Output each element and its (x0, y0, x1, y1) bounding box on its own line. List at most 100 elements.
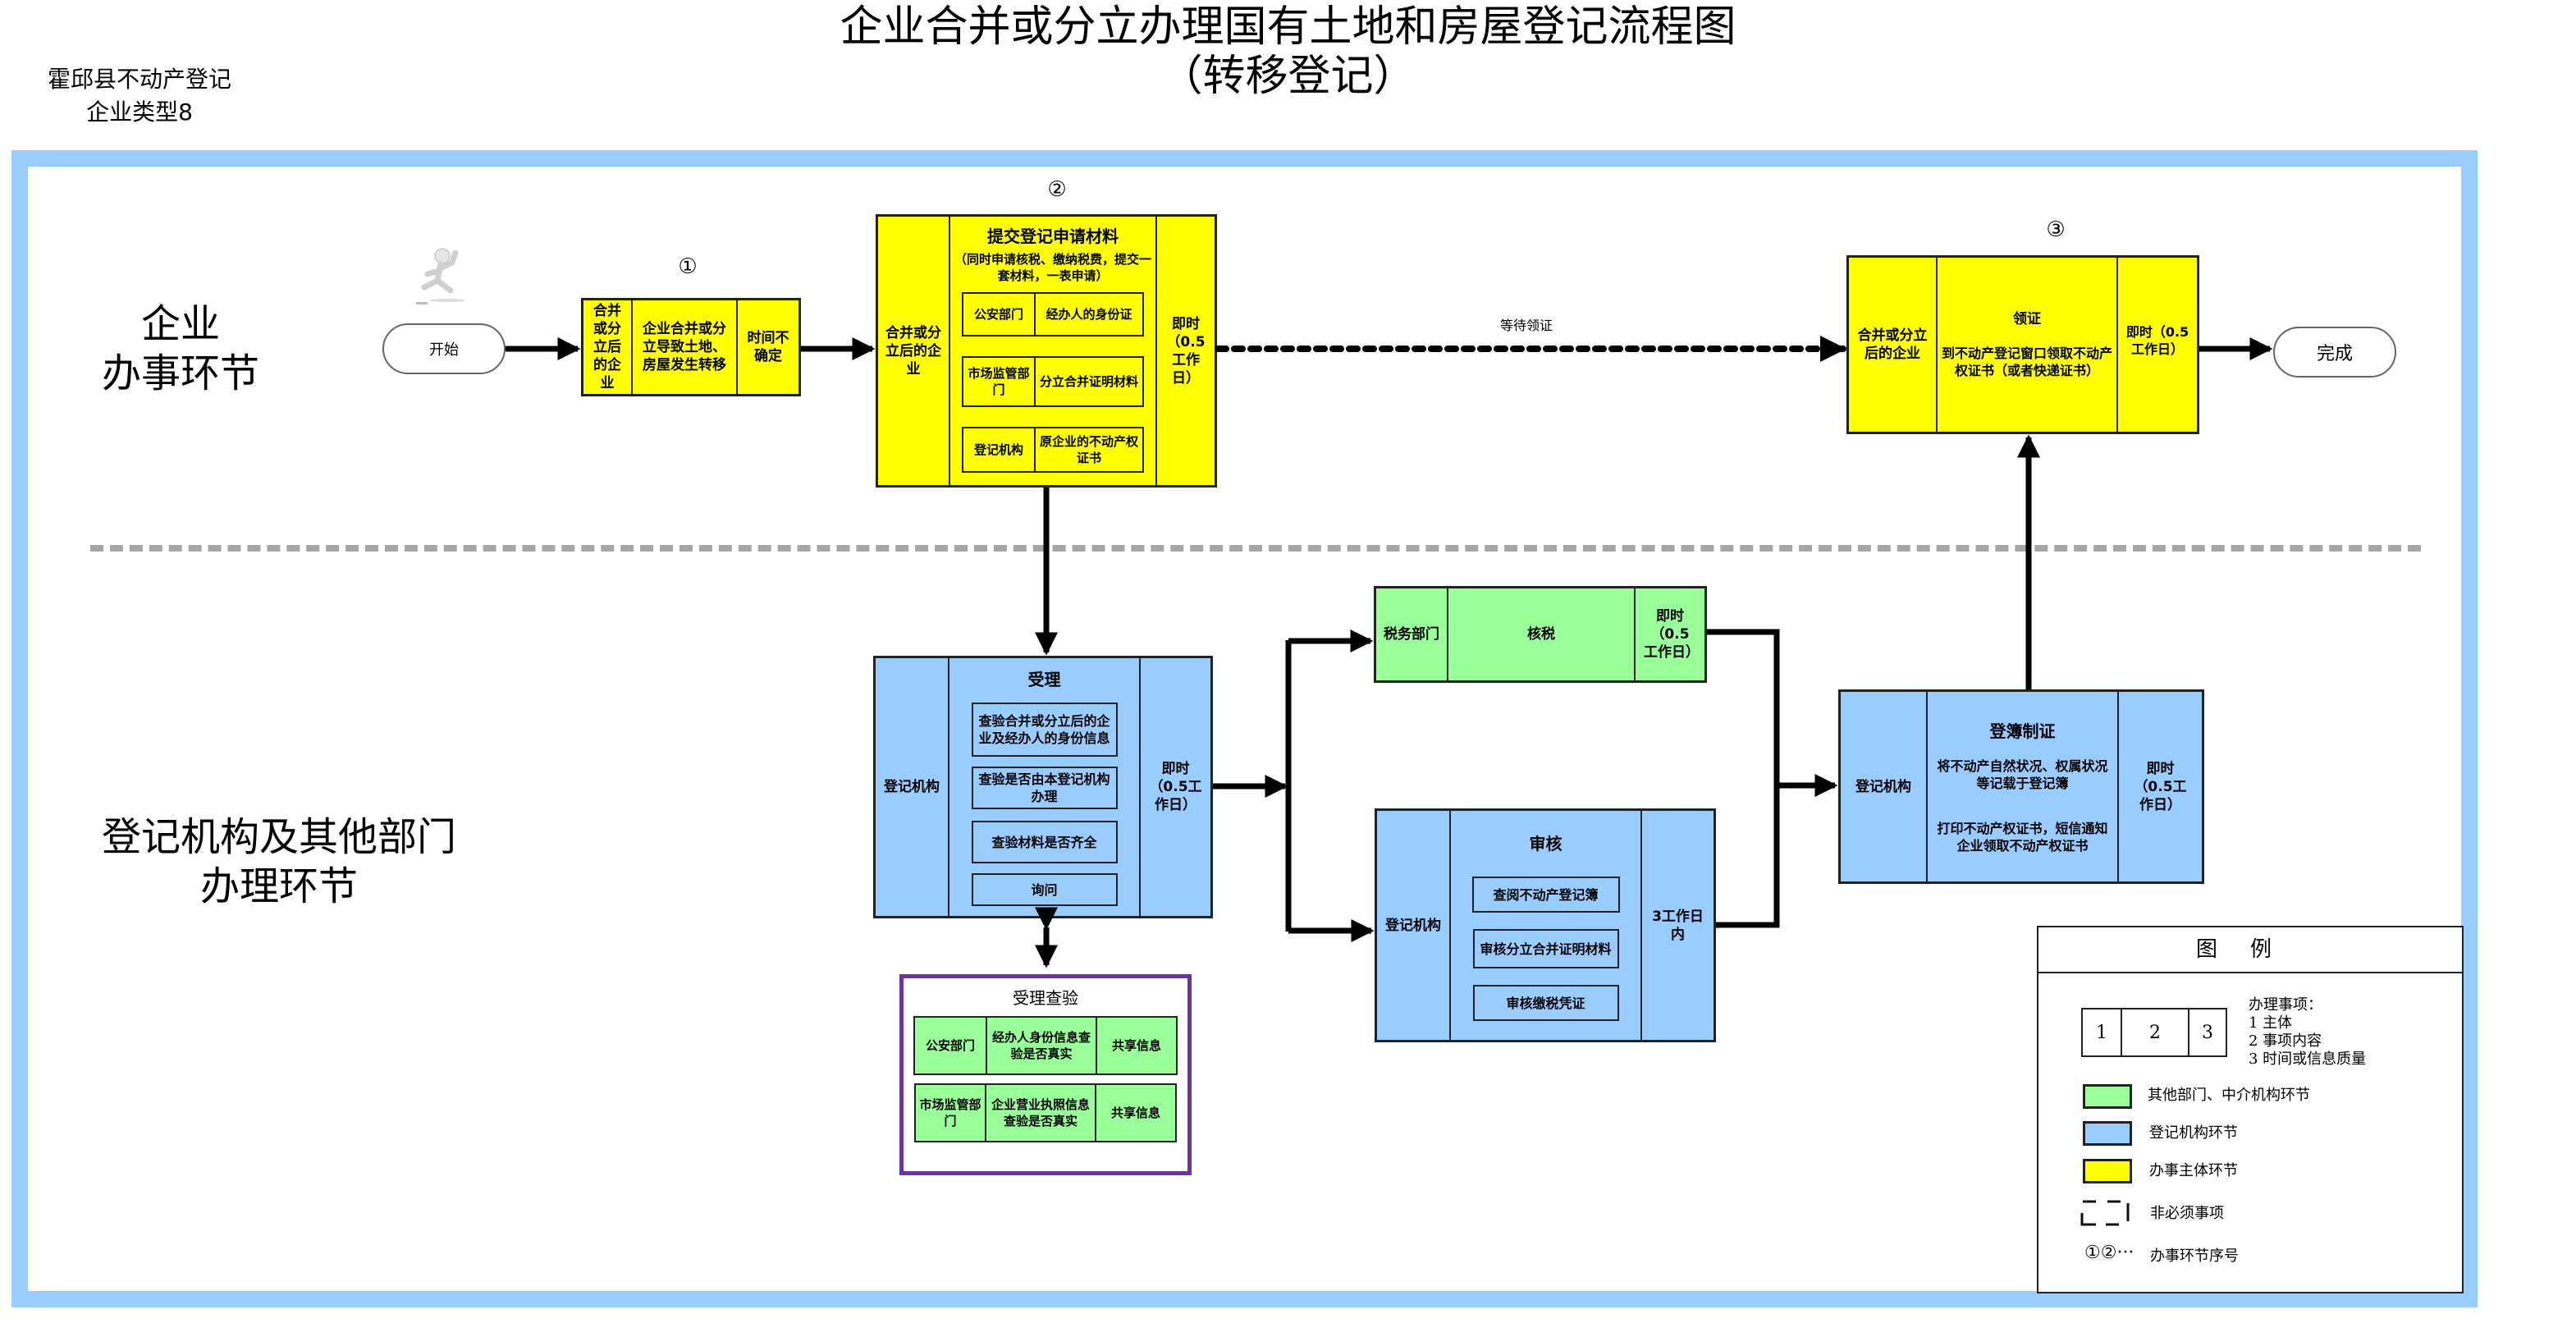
check-row: 市场监管部门 企业营业执照信息查验是否真实 共享信息 (914, 1083, 1177, 1142)
legend-label-numbers: 办事环节序号 (2150, 1247, 2239, 1265)
review-time: 3工作日内 (1652, 908, 1704, 943)
register-desc-1: 将不动产自然状况、权属状况等记载于登记簿 (1937, 758, 2108, 791)
tax-time: 即时（0.5工作日） (1644, 608, 1700, 661)
register-content: 登簿制证 将不动产自然状况、权属状况等记载于登记簿 打印不动产权证书，短信通知企… (1928, 692, 2119, 881)
legend-cell: 2 (2121, 1009, 2189, 1055)
step-number-2: ② (1047, 177, 1067, 202)
step-1-content: 企业合并或分立导致土地、房屋发生转移 (633, 300, 738, 394)
legend-swatch-blue (2083, 1121, 2132, 1146)
legend-item-heading: 办理事项： (2249, 996, 2322, 1014)
review-title: 审核 (1529, 834, 1563, 854)
check-dept: 市场监管部门 (919, 1097, 981, 1128)
register-subject: 登记机构 (1841, 692, 1928, 881)
register-box[interactable]: 登记机构 登簿制证 将不动产自然状况、权属状况等记载于登记簿 打印不动产权证书，… (1838, 689, 2204, 884)
accept-subject: 登记机构 (876, 658, 949, 916)
step-2-note: （同时申请核税、缴纳税费，提交一套材料，一表申请） (954, 252, 1151, 283)
review-content: 审核 查阅不动产登记簿 审核分立合并证明材料 审核缴税凭证 (1451, 811, 1642, 1040)
accept-check-title: 受理查验 (1013, 988, 1078, 1008)
accept-item: 询问 (971, 873, 1118, 906)
legend-item-desc: 办理事项： 1 主体 2 事项内容 3 时间或信息质量 (2249, 996, 2366, 1069)
legend-swatch-yellow (2083, 1159, 2132, 1183)
step-3-time: 即时（0.5工作日） (2125, 324, 2189, 357)
wait-label: 等待领证 (1499, 318, 1553, 333)
lane-label-line: 办理环节 (199, 863, 358, 909)
review-item: 查阅不动产登记簿 (1471, 877, 1620, 913)
tax-box[interactable]: 税务部门 核税 即时（0.5工作日） (1374, 586, 1707, 683)
start-label: 开始 (429, 341, 459, 359)
material-row: 登记机构 原企业的不动产权证书 (962, 427, 1144, 473)
register-title: 登簿制证 (1989, 721, 2056, 741)
lane-label-enterprise: 企业 办事环节 (82, 300, 279, 398)
check-content: 企业营业执照信息查验是否真实 (985, 1085, 1095, 1141)
step-3-title: 领证 (2013, 311, 2041, 327)
legend-cell: 3 (2202, 1022, 2213, 1043)
step-3-subject: 合并或分立后的企业 (1849, 258, 1938, 432)
step-2-content: 提交登记申请材料 （同时申请核税、缴纳税费，提交一套材料，一表申请） 公安部门 … (950, 217, 1157, 485)
step-3-desc: 到不动产登记窗口领取不动产权证书（或者快递证书） (1941, 346, 2112, 378)
review-subject: 登记机构 (1377, 811, 1451, 1040)
check-dept: 公安部门 (925, 1038, 975, 1053)
material-item: 原企业的不动产权证书 (1034, 428, 1142, 471)
step-number-1: ① (678, 254, 698, 279)
legend-swatch-green (2083, 1084, 2132, 1109)
legend-cells: 1 2 3 (2081, 1008, 2227, 1057)
legend-item-line: 2 事项内容 (2249, 1032, 2322, 1050)
review-item: 审核缴税凭证 (1472, 985, 1619, 1021)
step-1-time: 时间不确定 (747, 330, 789, 364)
lane-label-line: 企业 (140, 301, 220, 347)
accept-check-box[interactable]: 受理查验 公安部门 经办人身份信息查验是否真实 共享信息 市场监管部门 企业营业… (899, 974, 1192, 1175)
legend-item-line: 1 主体 (2249, 1014, 2293, 1032)
lane-separator (90, 545, 2421, 552)
accept-title: 受理 (1027, 670, 1061, 689)
runner-icon (416, 248, 465, 304)
org-name: 霍邱县不动产登记 (47, 66, 231, 93)
page-subtitle: （转移登记） (1160, 52, 1416, 101)
step-1-subject: 合并或分立后的企业 (583, 300, 633, 394)
step-3-box[interactable]: 合并或分立后的企业 领证 到不动产登记窗口领取不动产权证书（或者快递证书） 即时… (1846, 255, 2199, 434)
step-2-subject: 合并或分立后的企业 (878, 217, 950, 485)
lane-label-line: 登记机构及其他部门 (101, 814, 456, 860)
check-result: 共享信息 (1095, 1085, 1175, 1141)
step-3-content: 领证 到不动产登记窗口领取不动产权证书（或者快递证书） (1938, 258, 2118, 432)
accept-time: 即时（0.5工作日） (1149, 761, 1202, 813)
legend-label-blue: 登记机构环节 (2149, 1124, 2238, 1142)
check-content: 经办人身份信息查验是否真实 (986, 1018, 1096, 1074)
material-dept: 市场监管部门 (968, 366, 1030, 397)
accept-item: 查验是否由本登记机构办理 (971, 767, 1118, 809)
legend-dashed-icon (2080, 1200, 2130, 1226)
lane-label-agency: 登记机构及其他部门 办理环节 (82, 813, 476, 911)
legend: 图例 1 2 3 办理事项： 1 主体 2 事项内容 3 时间或信息质量 其他部… (2037, 926, 2464, 1293)
accept-item: 查验材料是否齐全 (971, 821, 1118, 863)
accept-box[interactable]: 登记机构 受理 查验合并或分立后的企业及经办人的身份信息 查验是否由本登记机构办… (873, 656, 1213, 918)
accept-content: 受理 查验合并或分立后的企业及经办人的身份信息 查验是否由本登记机构办理 查验材… (949, 658, 1141, 916)
org-type: 企业类型8 (86, 98, 193, 126)
material-item: 经办人的身份证 (1034, 294, 1142, 335)
accept-item: 查验合并或分立后的企业及经办人的身份信息 (971, 703, 1118, 757)
step-1-box[interactable]: 合并或分立后的企业 企业合并或分立导致土地、房屋发生转移 时间不确定 (581, 298, 801, 396)
material-dept: 登记机构 (973, 442, 1023, 457)
check-row: 公安部门 经办人身份信息查验是否真实 共享信息 (913, 1016, 1178, 1075)
page-title: 企业合并或分立办理国有土地和房屋登记流程图 (840, 2, 1736, 52)
legend-label-dashed: 非必须事项 (2150, 1205, 2224, 1222)
legend-cell: 1 (2096, 1022, 2107, 1043)
legend-item-line: 3 时间或信息质量 (2249, 1051, 2367, 1068)
step-2-box[interactable]: 合并或分立后的企业 提交登记申请材料 （同时申请核税、缴纳税费，提交一套材料，一… (876, 214, 1217, 488)
end-terminal[interactable]: 完成 (2273, 327, 2396, 378)
legend-label-yellow: 办事主体环节 (2149, 1162, 2238, 1179)
register-time: 即时（0.5工作日） (2134, 760, 2187, 813)
review-item: 审核分立合并证明材料 (1472, 929, 1619, 968)
step-number-3: ③ (2046, 217, 2066, 242)
legend-number-symbol: ①②··· (2084, 1243, 2134, 1263)
material-dept: 公安部门 (973, 307, 1023, 322)
tax-content: 核税 (1448, 588, 1636, 680)
step-2-time: 即时（0.5工作日） (1166, 315, 1206, 387)
review-box[interactable]: 登记机构 审核 查阅不动产登记簿 审核分立合并证明材料 审核缴税凭证 3工作日内 (1375, 808, 1716, 1042)
tax-subject: 税务部门 (1376, 588, 1448, 680)
material-row: 市场监管部门 分立合并证明材料 (962, 356, 1144, 407)
lane-label-line: 办事环节 (101, 350, 259, 396)
end-label: 完成 (2316, 344, 2353, 364)
material-item: 分立合并证明材料 (1034, 358, 1142, 405)
legend-title: 图例 (2038, 927, 2462, 973)
start-terminal[interactable]: 开始 (382, 323, 506, 374)
material-row: 公安部门 经办人的身份证 (962, 292, 1144, 336)
